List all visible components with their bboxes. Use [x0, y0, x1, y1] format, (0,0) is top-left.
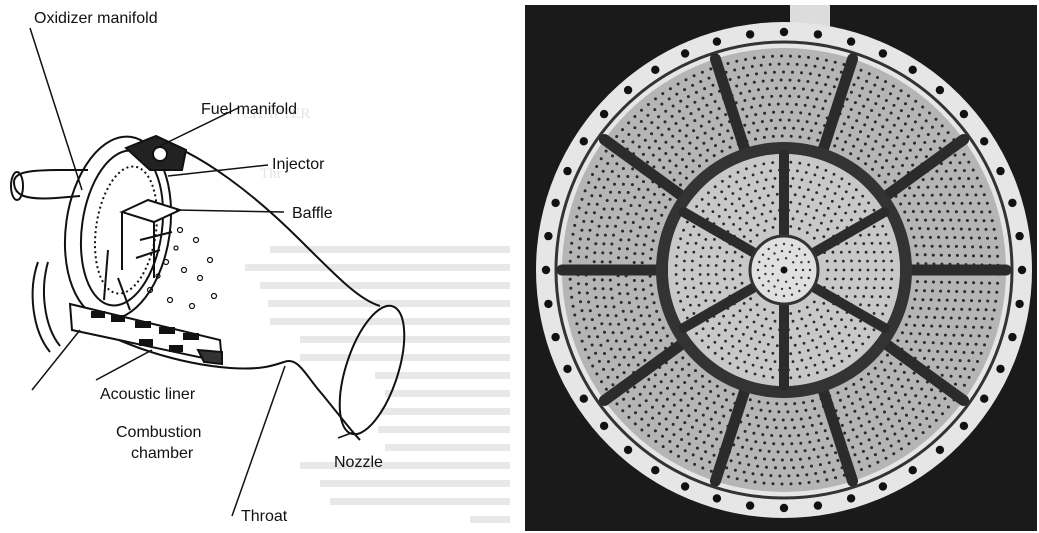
bolt-hole: [909, 66, 917, 74]
bolt-hole: [936, 86, 944, 94]
bolt-hole: [580, 137, 588, 145]
label-combustion-chamber-line2: chamber: [131, 445, 194, 462]
bolt-hole: [544, 232, 552, 240]
bolt-hole: [580, 395, 588, 403]
bolt-hole: [1015, 232, 1023, 240]
bolt-hole: [563, 365, 571, 373]
label-fuel-manifold: Fuel manifold: [201, 101, 297, 118]
bolt-hole: [746, 30, 754, 38]
label-nozzle: Nozzle: [334, 454, 383, 471]
bolt-hole: [960, 422, 968, 430]
bolt-hole: [909, 466, 917, 474]
label-injector: Injector: [272, 156, 325, 173]
bolt-hole: [624, 446, 632, 454]
bolt-hole: [1008, 199, 1016, 207]
bolt-hole: [1008, 333, 1016, 341]
baffle-shape: [104, 200, 180, 310]
leader-lines: [30, 28, 354, 516]
bolt-hole: [814, 30, 822, 38]
bolt-hole: [847, 494, 855, 502]
bolt-hole: [713, 494, 721, 502]
bolt-hole: [980, 137, 988, 145]
bolt-hole: [624, 86, 632, 94]
bolt-hole: [544, 300, 552, 308]
bolt-hole: [600, 110, 608, 118]
bolt-hole: [847, 37, 855, 45]
bolt-hole: [551, 199, 559, 207]
chamber-wall-holes: [148, 228, 217, 309]
bolt-hole: [780, 28, 788, 36]
bolt-hole: [879, 482, 887, 490]
bolt-hole: [936, 446, 944, 454]
bolt-hole: [996, 365, 1004, 373]
label-throat: Throat: [241, 508, 288, 525]
label-combustion-chamber-line1: Combustion: [116, 424, 201, 441]
bolt-hole: [681, 482, 689, 490]
bolt-hole: [542, 266, 550, 274]
bolt-hole: [563, 167, 571, 175]
label-oxidizer-manifold: Oxidizer manifold: [34, 10, 158, 27]
injector-face-photo: [525, 5, 1037, 531]
label-acoustic-liner: Acoustic liner: [100, 386, 196, 403]
bolt-hole: [600, 422, 608, 430]
bolt-hole: [681, 49, 689, 57]
bolt-hole: [1018, 266, 1026, 274]
bolt-hole: [980, 395, 988, 403]
bolt-hole: [551, 333, 559, 341]
bolt-hole: [746, 501, 754, 509]
bolt-hole: [960, 110, 968, 118]
acoustic-liner-shape: [70, 304, 222, 364]
bolt-hole: [879, 49, 887, 57]
bolt-hole: [713, 37, 721, 45]
bolt-hole: [651, 66, 659, 74]
label-baffle: Baffle: [292, 205, 333, 222]
bolt-hole: [780, 504, 788, 512]
bolt-hole: [651, 466, 659, 474]
bolt-hole: [814, 501, 822, 509]
bolt-hole: [1015, 300, 1023, 308]
bolt-hole: [996, 167, 1004, 175]
